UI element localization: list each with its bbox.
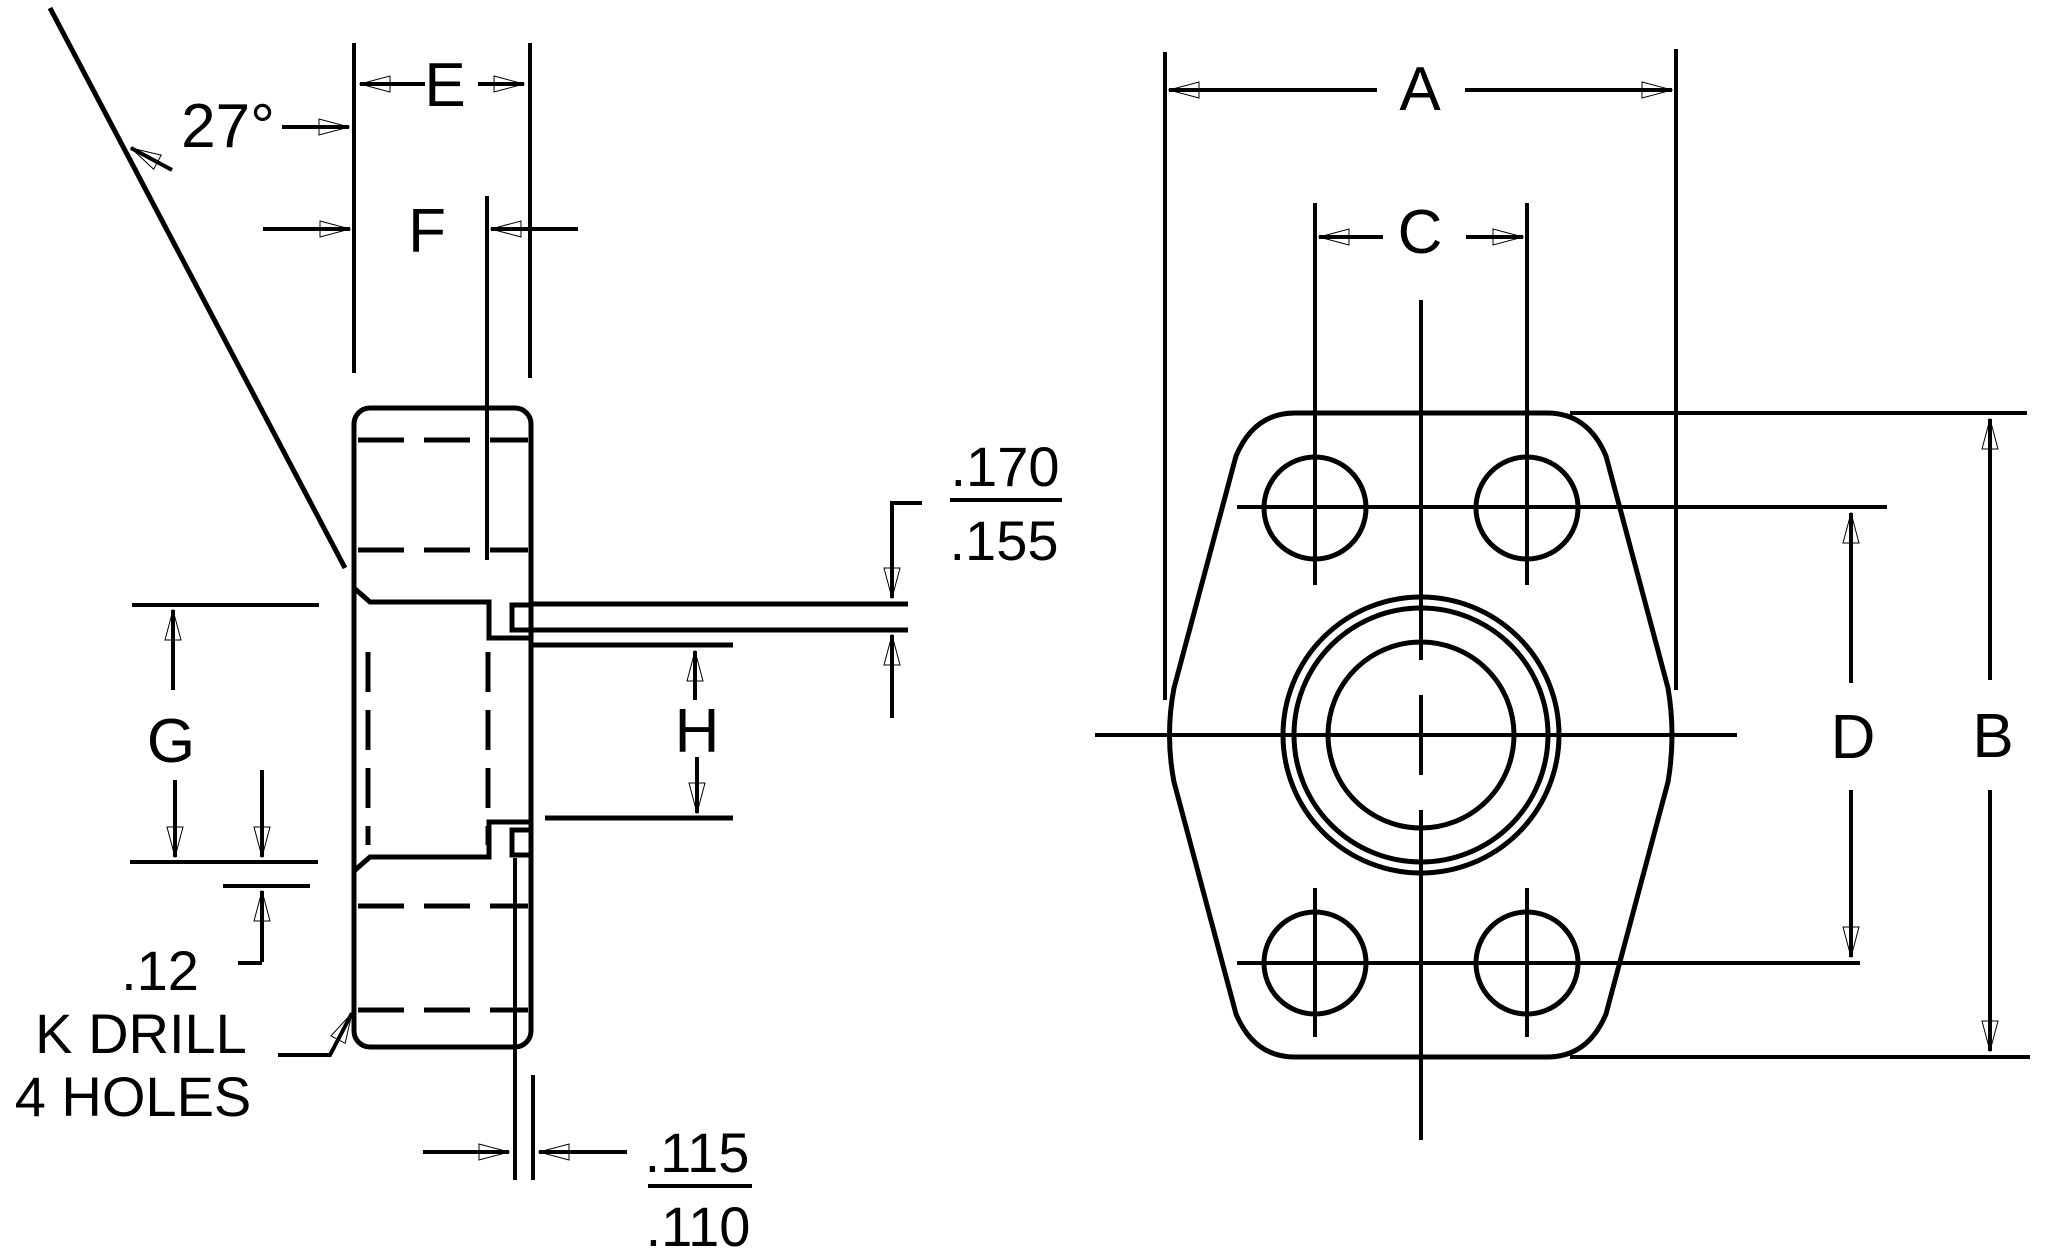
dim-label-f: F	[408, 197, 446, 266]
insert-depth-upper: .115	[645, 1121, 750, 1184]
port-section-edges	[352, 586, 531, 873]
flange-body-outline	[351, 405, 534, 1050]
dim-label-e: E	[424, 51, 465, 120]
dimension-b: B	[1570, 411, 2030, 1059]
angle-dimension: 27°	[131, 92, 349, 172]
dim-label-d: D	[1831, 703, 1876, 772]
bolt-hole-hidden-lines	[358, 437, 528, 1013]
drill-note-line-2: 4 HOLES	[15, 1065, 252, 1128]
front-view: A C B D	[1095, 49, 2030, 1140]
tube-lines	[531, 601, 908, 821]
insert-depth-lower: .110	[646, 1195, 751, 1258]
side-view: E F 27° G .12	[15, 6, 1062, 1258]
dim-label-g: G	[147, 707, 195, 776]
dim-label-b: B	[1972, 702, 2013, 771]
dimension-e: E	[360, 51, 524, 120]
drill-note-line-1: K DRILL	[35, 1002, 247, 1065]
centerlines	[1095, 203, 1887, 1140]
dimension-g: G	[130, 603, 319, 864]
dim-label-c: C	[1398, 198, 1443, 267]
tube-wall-limit-upper: .170	[951, 435, 1060, 498]
dim-label-a: A	[1399, 55, 1441, 124]
dimension-d: D	[1831, 513, 1876, 957]
dimension-insert-depth: .115 .110	[423, 858, 752, 1258]
flange-face-outline	[1167, 410, 1675, 1060]
dim-label-h: H	[675, 697, 720, 766]
dimension-c: C	[1319, 198, 1523, 267]
angle-reference-line	[47, 6, 348, 570]
dimension-offset: .12	[121, 770, 310, 1002]
dimension-f: F	[263, 197, 578, 266]
dimension-a: A	[1163, 49, 1678, 700]
top-extension-lines	[352, 43, 532, 560]
dimension-h: H	[675, 651, 720, 813]
angle-label: 27°	[181, 92, 275, 161]
dimension-tube-wall: .170 .155	[892, 435, 1062, 718]
drill-note: K DRILL 4 HOLES	[15, 1002, 354, 1128]
tube-wall-limit-lower: .155	[950, 509, 1059, 572]
offset-dim-label: .12	[121, 939, 199, 1002]
